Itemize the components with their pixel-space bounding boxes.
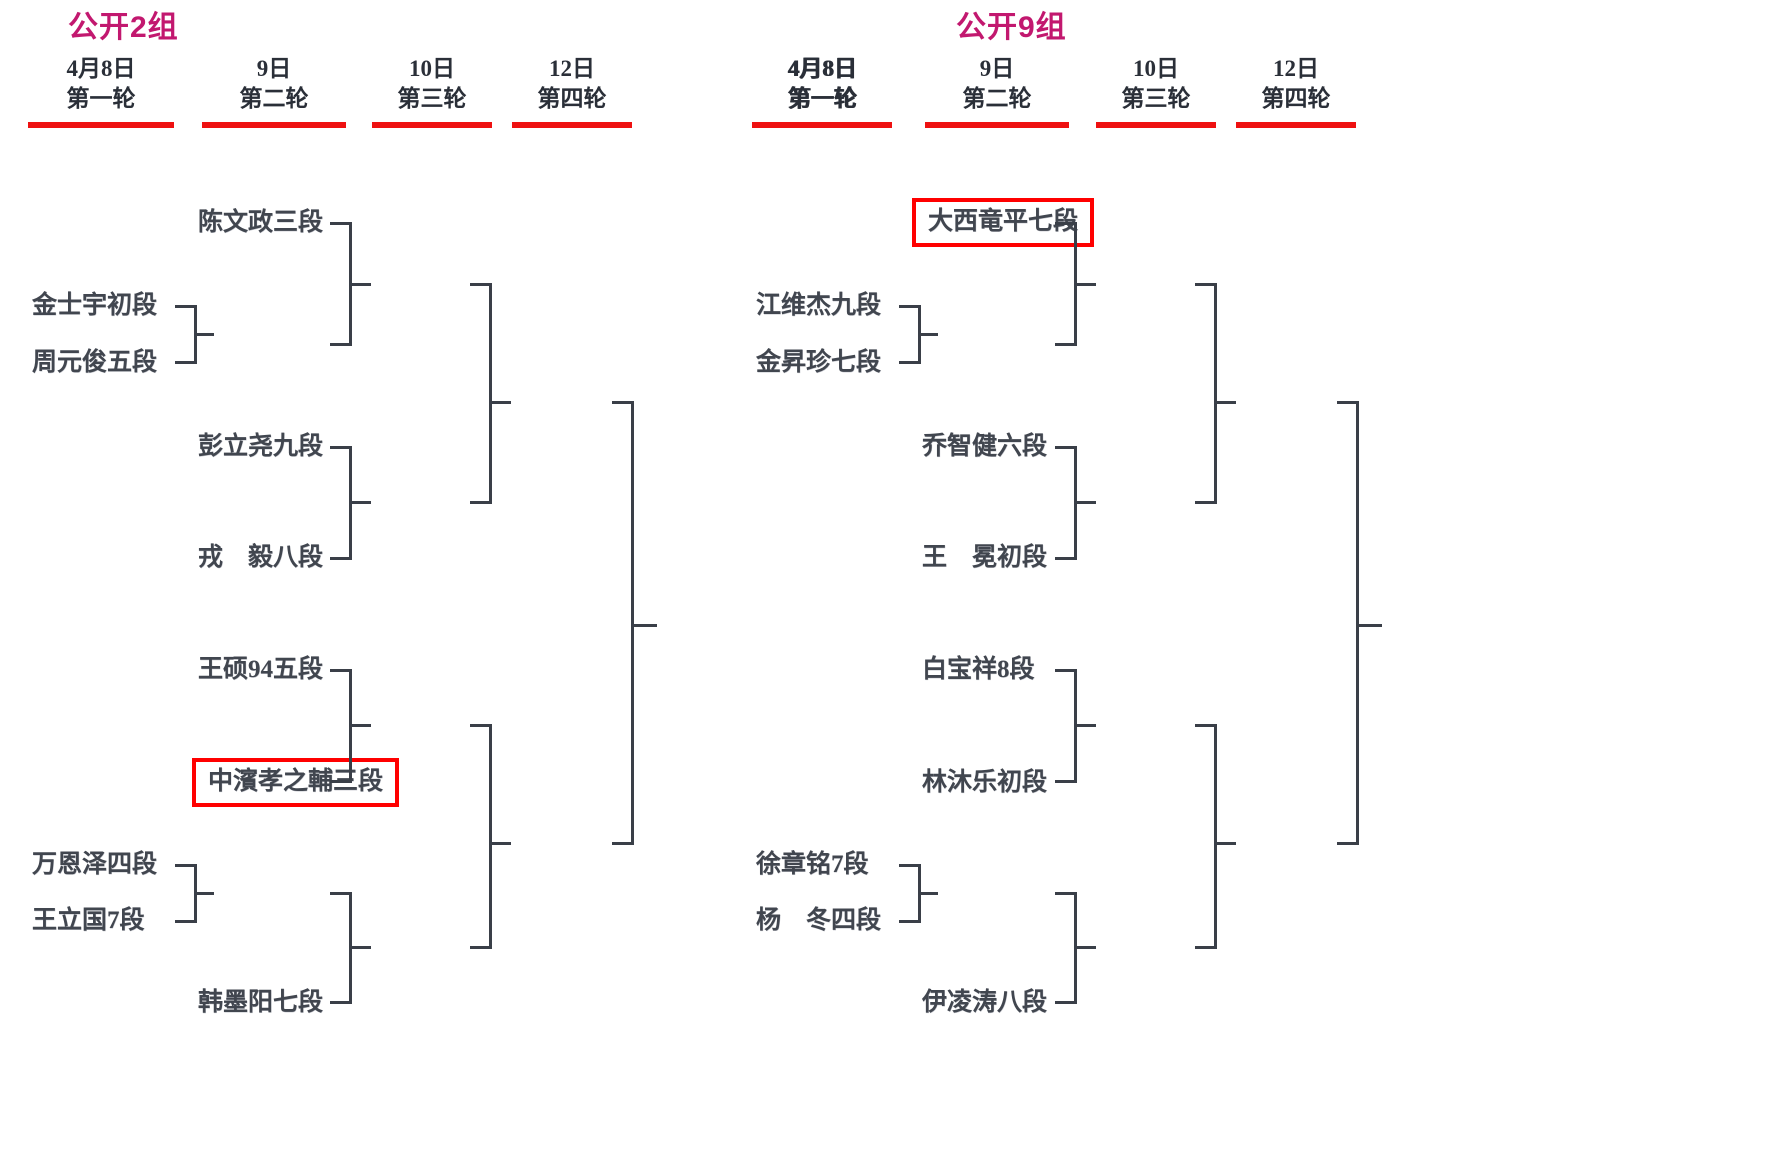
bracket-line — [330, 446, 352, 449]
group-title: 公开9组 — [956, 11, 1067, 44]
bracket-line — [175, 361, 197, 364]
bracket-line — [330, 780, 352, 783]
bracket-line — [175, 920, 197, 923]
bracket-line — [470, 283, 492, 286]
bracket-line — [631, 401, 634, 844]
player-label-highlighted: 中濱孝之輔三段 — [192, 758, 400, 807]
round-header-4: 12日 第四轮 — [512, 54, 632, 115]
player-label: 陈文政三段 — [198, 209, 324, 236]
round-name: 第三轮 — [397, 86, 467, 112]
bracket-line — [349, 946, 371, 949]
bracket-line — [330, 1001, 352, 1004]
bracket-line — [631, 624, 657, 627]
player-label: 周元俊五段 — [32, 349, 158, 376]
bracket-line — [470, 501, 492, 504]
player-label: 金士宇初段 — [32, 292, 158, 319]
round-underline-2 — [202, 122, 346, 128]
round-underline-4 — [512, 122, 632, 128]
player-label: 王硕94五段 — [198, 656, 324, 683]
round-date: 4月8日 — [66, 56, 136, 81]
round-date: 9日 — [256, 56, 292, 81]
player-label: 彭立尧九段 — [198, 433, 324, 460]
round-date: 10日 — [409, 56, 455, 81]
bracket-line — [330, 343, 352, 346]
round-underline-1 — [28, 122, 174, 128]
bracket-group-open2: 公开2组 4月8日 第一轮 9日 第二轮 10日 第三轮 12日 第四轮 陈文政… — [28, 11, 657, 1016]
round-header-3: 10日 第三轮 — [372, 54, 492, 115]
player-label: 戎 毅八段 — [198, 544, 324, 571]
bracket-line — [330, 222, 352, 225]
bracket-line — [349, 283, 371, 286]
bracket-line — [194, 333, 214, 336]
bracket-line — [612, 401, 634, 404]
round-date: 12日 — [549, 56, 595, 81]
bracket-line — [470, 724, 492, 727]
bracket-line — [330, 892, 352, 895]
bracket-line — [349, 501, 371, 504]
bracket-line — [330, 669, 352, 672]
round-name: 第一轮 — [66, 86, 136, 112]
group-title: 公开2组 — [68, 11, 179, 44]
round-name: 第二轮 — [239, 86, 309, 112]
bracket-line — [330, 557, 352, 560]
player-label: 王立国7段 — [32, 907, 145, 934]
bracket-line — [194, 892, 214, 895]
bracket-line — [470, 946, 492, 949]
bracket-line — [489, 401, 511, 404]
bracket-line — [489, 283, 492, 503]
player-label: 万恩泽四段 — [32, 851, 158, 878]
bracket-line — [612, 842, 634, 845]
round-name: 第四轮 — [537, 86, 607, 112]
round-header-2: 9日 第二轮 — [202, 54, 346, 115]
round-header-1: 4月8日 第一轮 — [28, 54, 174, 115]
bracket-line — [175, 305, 197, 308]
bracket-line — [175, 864, 197, 867]
bracket-line — [489, 842, 511, 845]
bracket-line — [349, 724, 371, 727]
round-underline-3 — [372, 122, 492, 128]
round-header-1: 4月8日 第一轮 — [750, 54, 896, 115]
player-label: 韩墨阳七段 — [198, 989, 324, 1016]
round-name: 第一轮 — [788, 86, 858, 112]
bracket-line — [489, 724, 492, 948]
bracket-group-open9: 公开9组 4月8日 第一轮 — [789, 0, 1772, 1168]
round-date: 4月8日 — [788, 56, 858, 81]
